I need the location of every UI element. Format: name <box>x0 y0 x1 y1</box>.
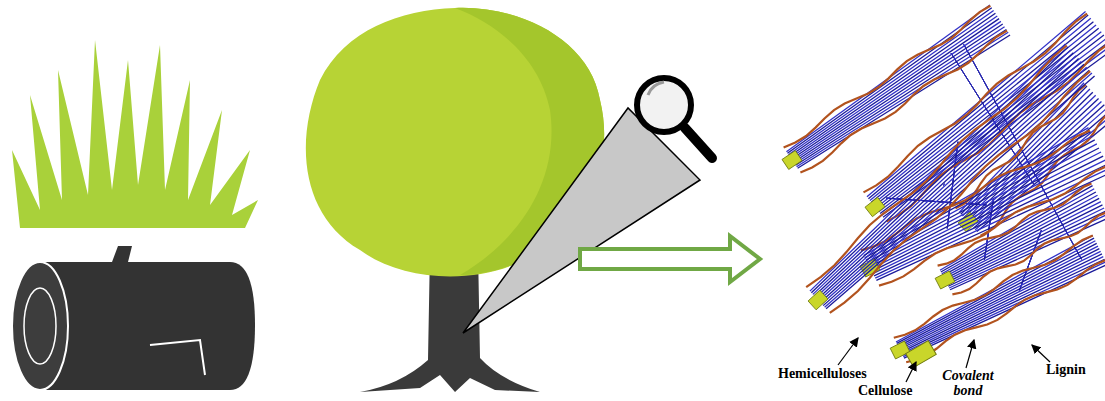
hemicellulose-strand <box>790 16 997 158</box>
hemicellulose-strand <box>900 251 1100 350</box>
log <box>12 246 255 390</box>
lignin-strand <box>955 85 1085 209</box>
lignin-strand <box>784 6 991 148</box>
hemicellulose-strand <box>902 257 1103 354</box>
cellulose-core <box>808 290 828 310</box>
hemicellulose-strand <box>903 262 1105 357</box>
hemicellulose-strand <box>813 50 1071 295</box>
lignin-strand <box>938 184 1092 266</box>
hemicellulose-strand <box>789 13 995 156</box>
cellulose-core <box>935 271 955 289</box>
hemicellulose-strand <box>903 259 1105 355</box>
lignocellulose-structure <box>782 5 1105 367</box>
hemicellulose-strand <box>793 21 1001 160</box>
hemicellulose-strand <box>898 243 1097 346</box>
hemicellulose-strand <box>900 249 1100 350</box>
lignin-strand <box>800 31 1007 173</box>
cellulose-core <box>782 151 802 170</box>
flow-arrow <box>580 236 760 282</box>
part-label: Hemicelluloses <box>778 367 867 382</box>
hemicellulose-strand <box>816 56 1076 298</box>
hemicellulose-strand <box>795 27 1005 164</box>
hemicellulose-strand <box>791 19 999 160</box>
hemicellulose-link <box>943 184 944 185</box>
hemicellulose-strand <box>897 241 1095 345</box>
hemicellulose-link <box>943 184 944 185</box>
cellulose-core <box>906 341 937 368</box>
hemicellulose-link <box>943 184 944 185</box>
hemicellulose-strand <box>788 10 993 154</box>
part-label: Lignin <box>1046 363 1086 378</box>
hemicellulose-link <box>943 184 944 185</box>
hemicellulose-strand <box>796 30 1007 166</box>
lignin-strand <box>906 260 1105 362</box>
hemicellulose-strand <box>820 64 1084 302</box>
tree <box>306 8 604 392</box>
magnifier <box>463 78 712 333</box>
hemicellulose-strand <box>899 246 1098 348</box>
hemicellulose-strand <box>901 254 1102 352</box>
hemicellulose-strand <box>868 144 1097 265</box>
hemicellulose-strand <box>814 53 1073 296</box>
hemicellulose-strand <box>797 32 1009 167</box>
part-label: Cellulose <box>858 384 912 399</box>
hemicellulose-link <box>943 184 944 185</box>
grass <box>12 40 258 228</box>
hemicellulose-link <box>943 184 944 185</box>
part-label: Covalent bond <box>938 369 998 398</box>
hemicellulose-strand <box>794 24 1003 162</box>
